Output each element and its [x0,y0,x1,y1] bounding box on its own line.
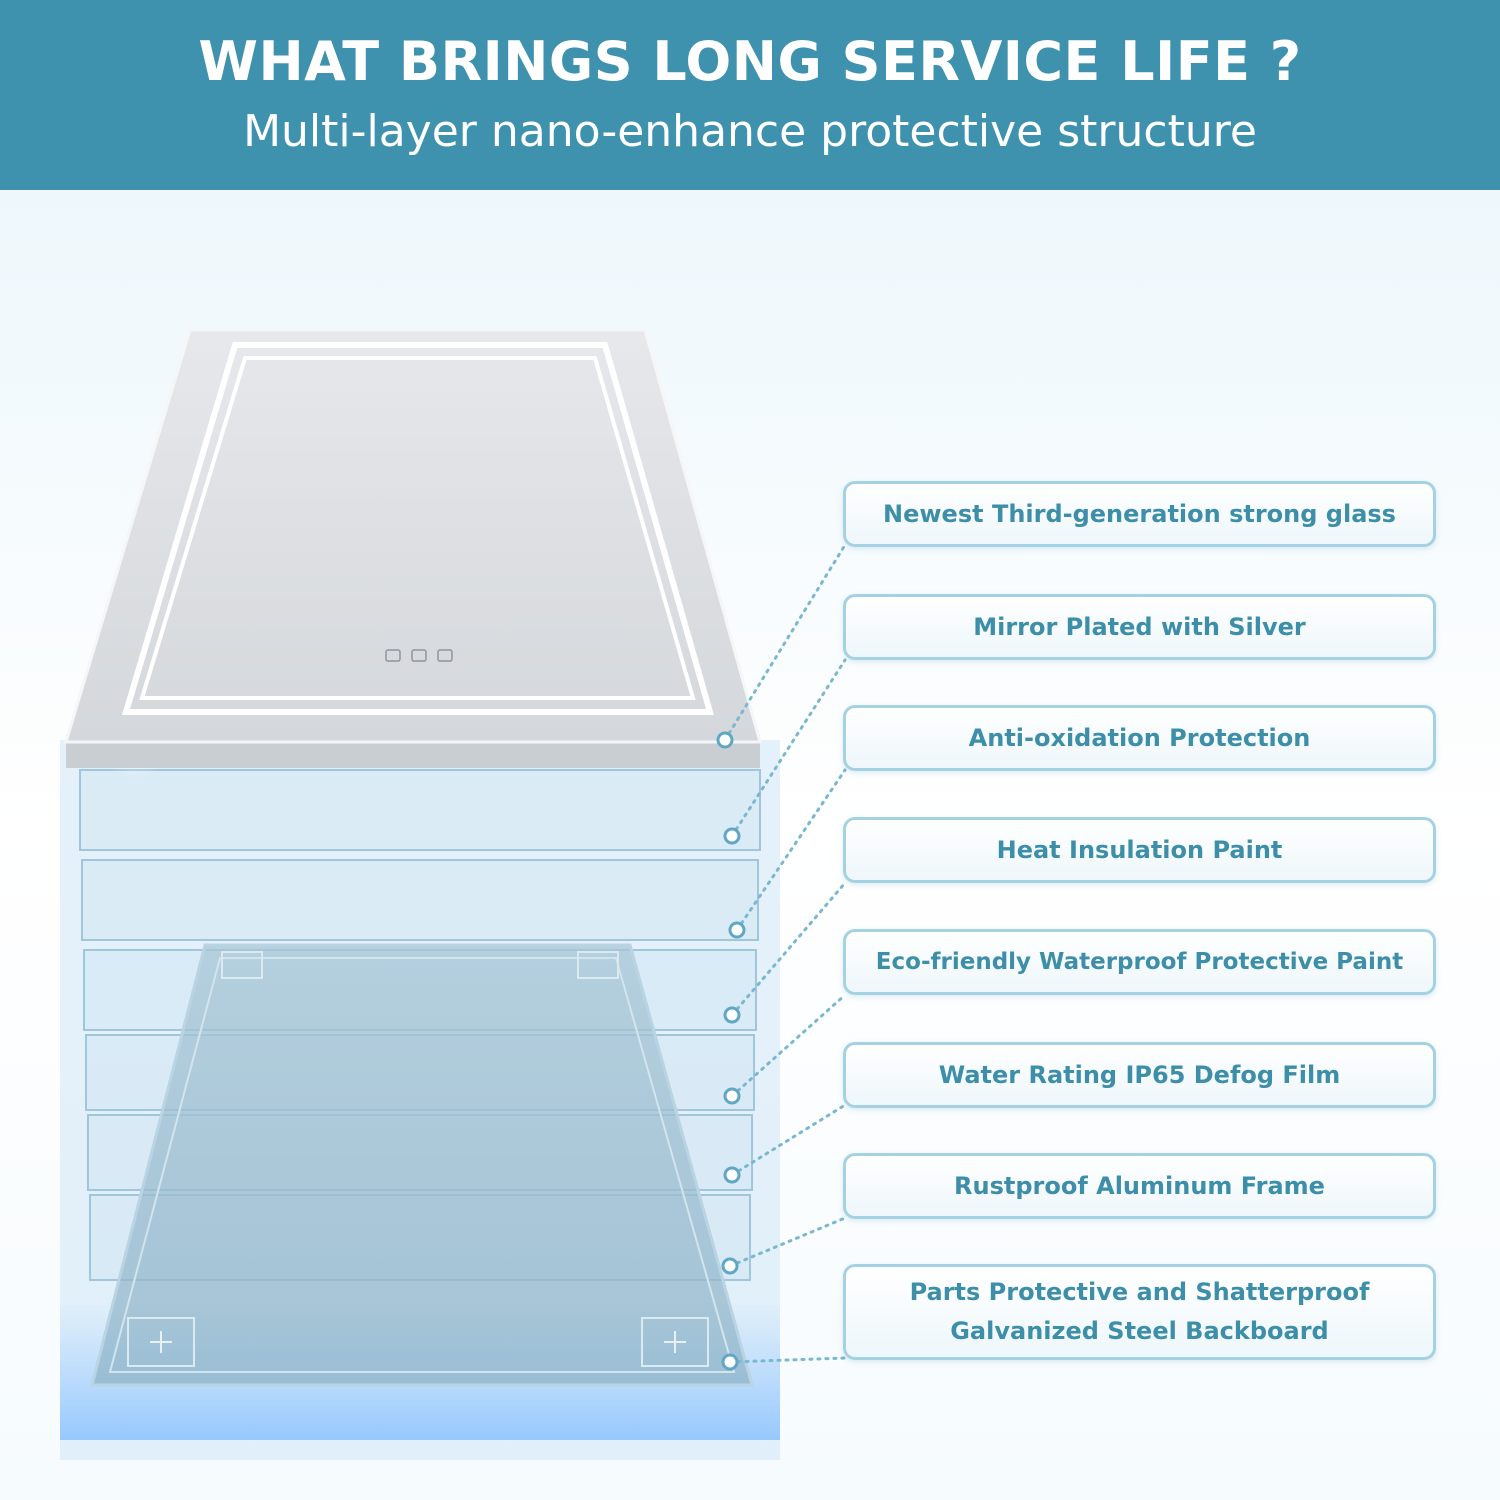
leader-line-6 [730,1103,847,1177]
backboard [90,943,754,1387]
touch-button-1 [385,649,401,662]
page-subtitle: Multi-layer nano-enhance protective stru… [243,106,1257,157]
layer-label-waterproof-paint: Eco-friendly Waterproof Protective Paint [843,929,1436,995]
leader-line-7 [728,1216,847,1268]
layer-label-text: Eco-friendly Waterproof Protective Paint [875,948,1404,975]
touch-button-2 [411,649,427,662]
layer-label-text: Mirror Plated with Silver [973,612,1306,641]
layer-label-text: Rustproof Aluminum Frame [954,1171,1325,1200]
layer-label-glass: Newest Third-generation strong glass [843,481,1436,547]
leader-dot-5 [723,1087,741,1105]
leader-line-3 [735,768,847,932]
leader-dots [716,731,746,1371]
layer-label-text: Newest Third-generation strong glass [883,499,1396,528]
layer-label-backboard: Parts Protective and Shatterproof Galvan… [843,1264,1436,1360]
layer-label-text: Anti-oxidation Protection [968,723,1311,752]
backboard-screw-marks [150,1331,686,1353]
touch-buttons [385,649,453,662]
layer-label-text: Heat Insulation Paint [996,835,1283,864]
mirror-top-surface [63,328,762,744]
layer-label-text-line-2: Galvanized Steel Backboard [950,1317,1329,1345]
leader-line-2 [730,658,847,838]
layer-label-defog-film: Water Rating IP65 Defog Film [843,1042,1436,1108]
mirror-layers-illustration [60,328,847,1460]
layer-label-text-line-1: Parts Protective and Shatterproof [909,1278,1370,1306]
layer-label-aluminum-frame: Rustproof Aluminum Frame [843,1153,1436,1219]
leader-dot-4 [723,1006,741,1024]
layer-3-sheet [81,859,759,941]
layer-label-text: Water Rating IP65 Defog Film [938,1060,1341,1089]
touch-button-3 [437,649,453,662]
leader-line-1 [723,543,847,742]
leader-dot-3 [728,921,746,939]
leader-dot-7 [721,1257,739,1275]
leader-dot-2 [723,827,741,845]
mirror-led-frame-outer [121,342,714,715]
layer-2-sheet [79,769,761,851]
leader-dot-6 [723,1166,741,1184]
leader-lines [723,543,847,1364]
leader-dot-1 [716,731,734,749]
leader-line-5 [730,993,847,1098]
mirror-led-frame-inner [139,356,696,700]
layer-label-silver: Mirror Plated with Silver [843,594,1436,660]
leader-line-8 [728,1356,847,1364]
layer-label-heat-insulation: Heat Insulation Paint [843,817,1436,883]
header-banner: WHAT BRINGS LONG SERVICE LIFE ? Multi-la… [0,0,1500,190]
backboard-inner [108,957,736,1373]
leader-line-4 [730,881,847,1017]
leader-dot-8 [721,1353,739,1371]
backboard-corner-brackets [127,951,709,1367]
page-title: WHAT BRINGS LONG SERVICE LIFE ? [198,30,1302,93]
layer-label-anti-oxidation: Anti-oxidation Protection [843,705,1436,771]
